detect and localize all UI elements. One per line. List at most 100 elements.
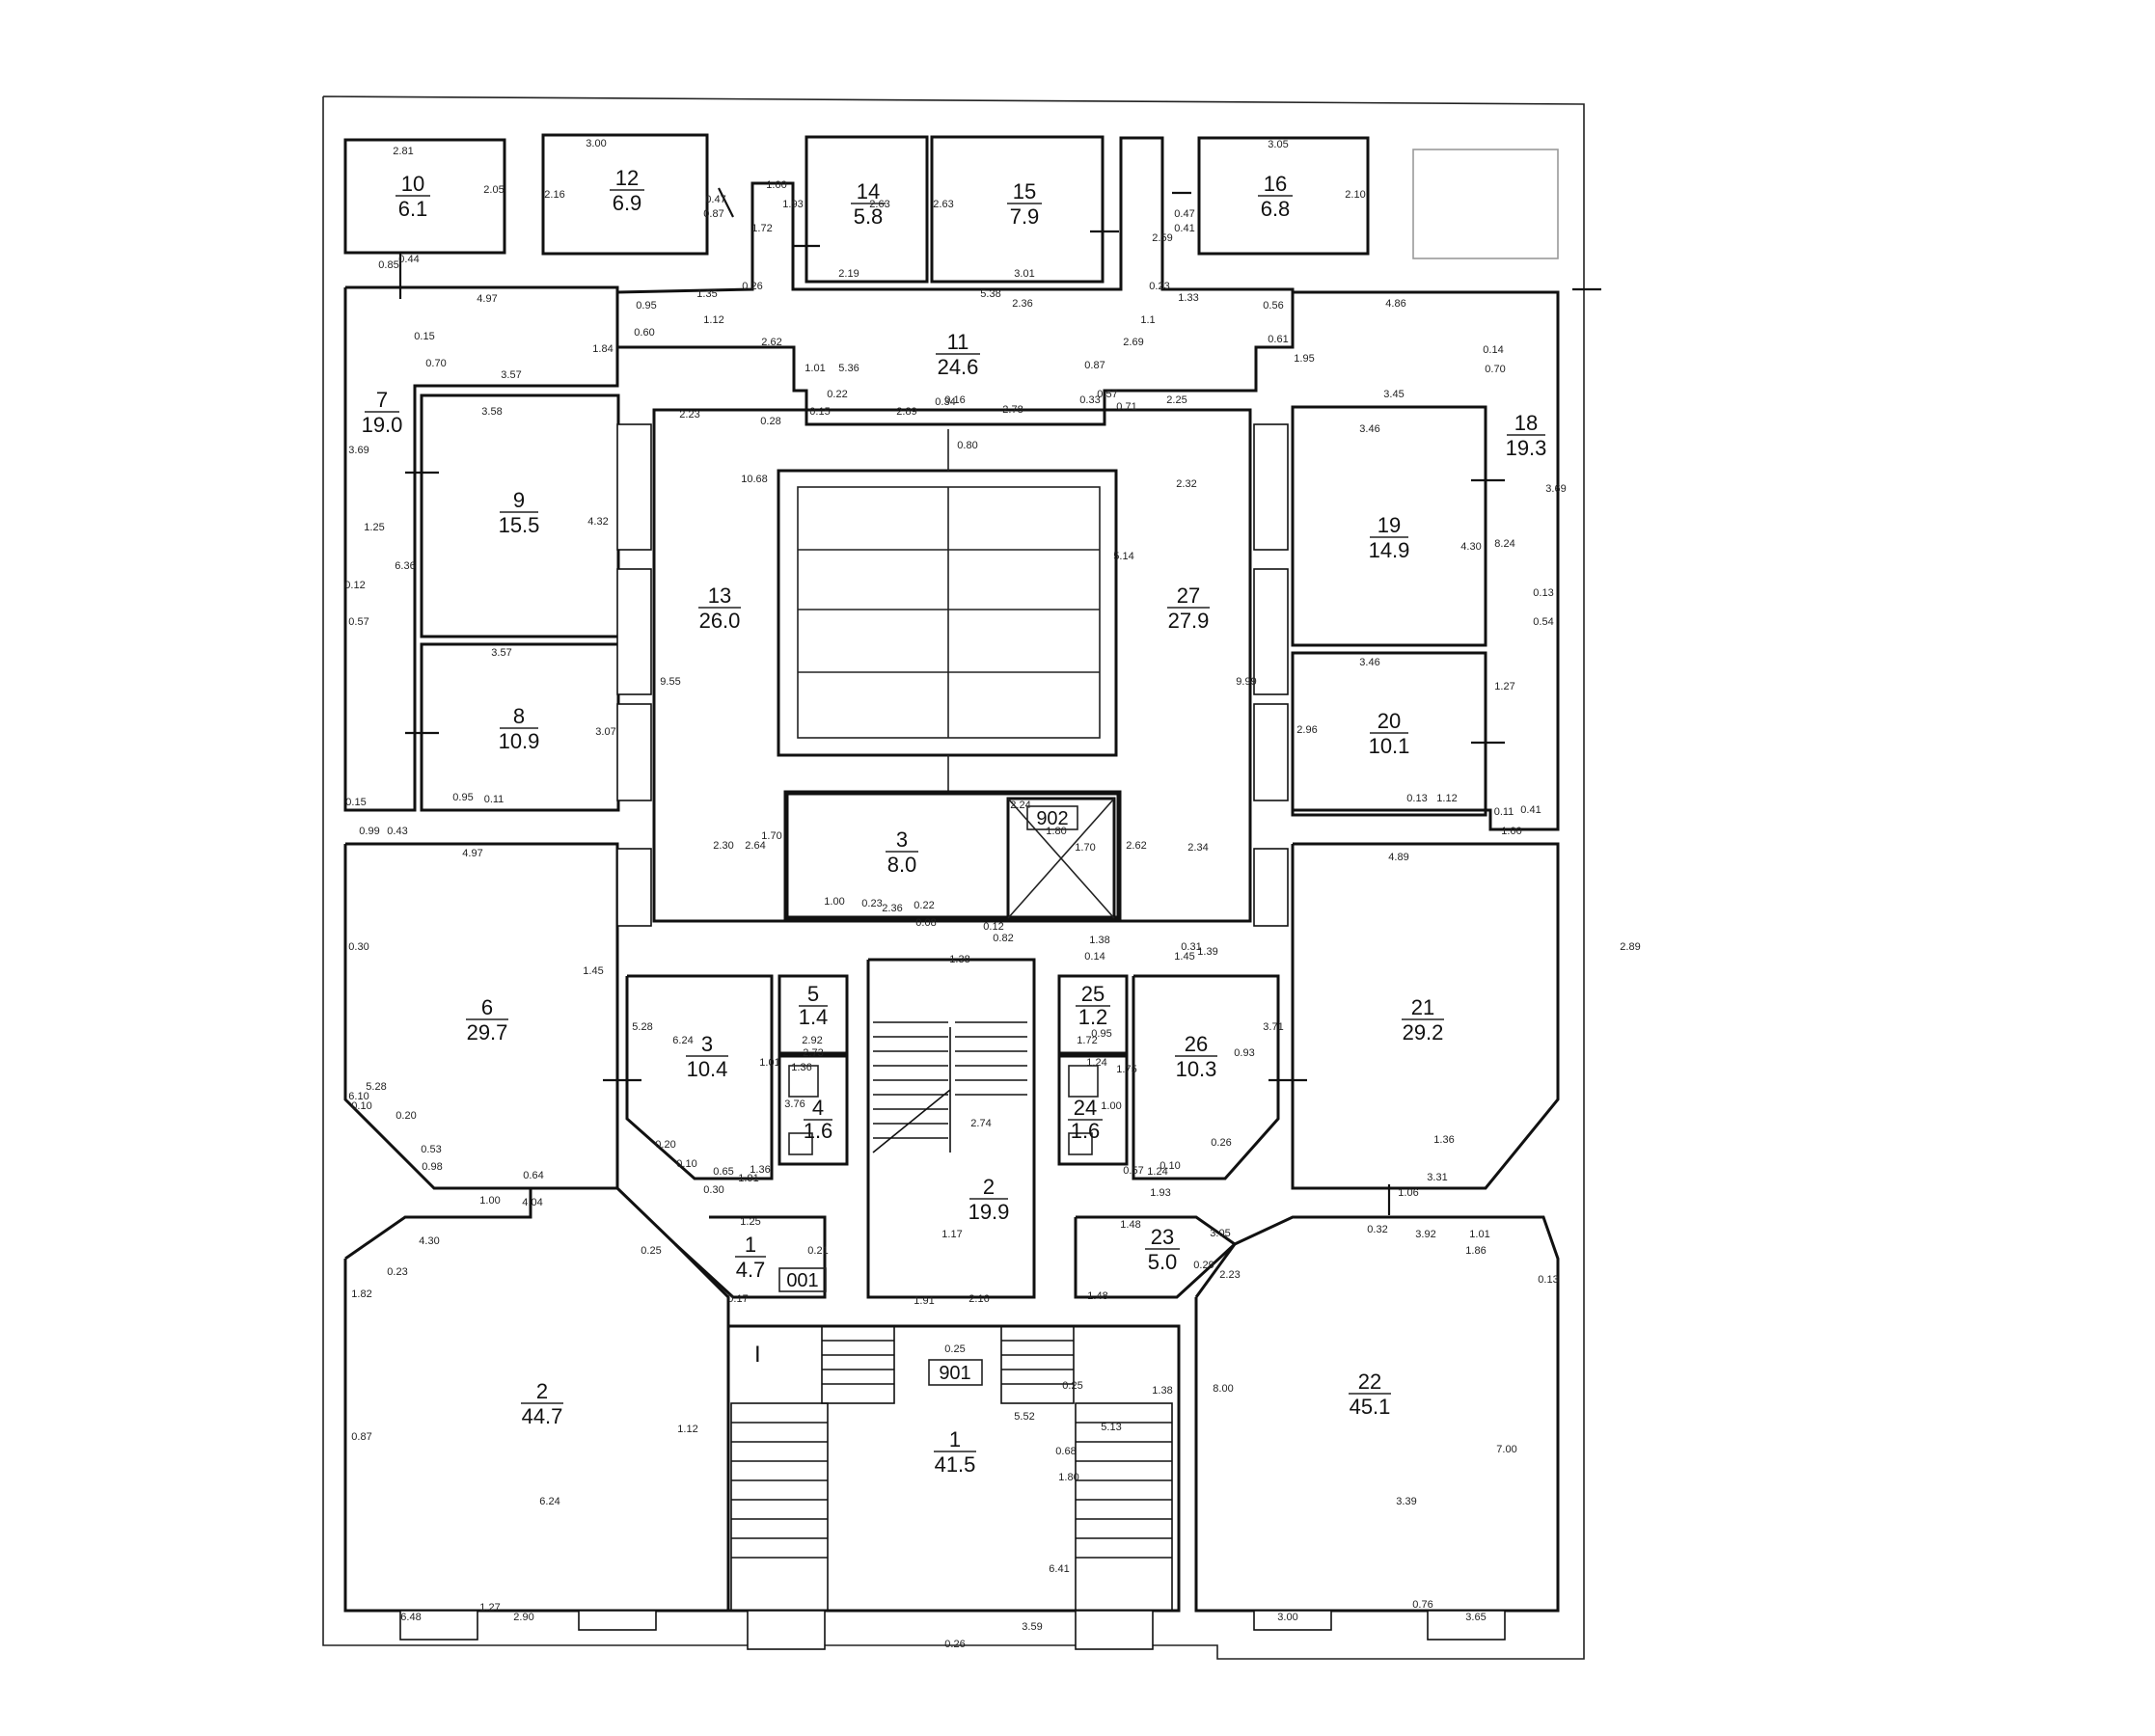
dimension-label: 1.00 [1501, 826, 1521, 837]
dimension-label: 3.46 [1359, 657, 1379, 668]
dimension-label: 3.65 [1465, 1612, 1486, 1623]
dimension-label: 0.30 [703, 1184, 723, 1196]
dimension-label: 3.58 [481, 406, 502, 418]
dimension-label: 2.59 [1152, 232, 1172, 244]
svg-text:1.6: 1.6 [804, 1119, 833, 1143]
dimension-label: 1.01 [1469, 1229, 1489, 1240]
dimension-label: 2.76 [0, 0, 11, 3]
svg-text:10.3: 10.3 [1176, 1057, 1217, 1081]
dimension-label: 2.24 [1010, 800, 1030, 811]
dimension-label: 0.12 [344, 580, 365, 591]
dimension-label: 0.47 [1174, 208, 1194, 220]
svg-text:1.6: 1.6 [1071, 1119, 1101, 1143]
dimension-label: 2.05 [483, 184, 504, 196]
room-4-outline [777, 1054, 849, 1166]
room-label-2-large: 244.7 [521, 1379, 563, 1428]
svg-text:7.9: 7.9 [1010, 204, 1040, 229]
room-label-3-lower: 310.4 [686, 1032, 728, 1081]
svg-text:14.9: 14.9 [1369, 538, 1410, 562]
dimension-label: 0.16 [944, 394, 965, 406]
dimension-label: 1.38 [1152, 1385, 1172, 1397]
dimension-label: 6.10 [348, 1091, 368, 1102]
dimension-label: 0.70 [1485, 364, 1505, 375]
room-3-lower-outline [625, 974, 774, 1180]
dimension-label: 0.64 [523, 1170, 543, 1181]
dimension-label: 1.36 [791, 1062, 811, 1073]
dimension-label: 2.25 [1166, 394, 1187, 406]
dimension-label: 2.10 [1345, 189, 1365, 201]
svg-text:6.1: 6.1 [398, 197, 428, 221]
dimension-label: 2.23 [1219, 1269, 1240, 1281]
dimension-label: 2.89 [896, 406, 916, 418]
lift-902-label: 902 [1036, 808, 1068, 829]
dimension-label: 4.97 [477, 293, 497, 305]
svg-text:26.0: 26.0 [699, 609, 741, 633]
dimension-label: 0.11 [1494, 806, 1514, 818]
dimension-label: 9.55 [660, 676, 680, 688]
dimension-label: 1.82 [351, 1288, 371, 1300]
dimension-label: 0.87 [351, 1431, 371, 1443]
dimension-label: 2.36 [882, 903, 902, 914]
dimension-label: 9.99 [1236, 676, 1256, 688]
room-label-14: 145.8 [851, 179, 886, 229]
dimension-label: 3.59 [1022, 1621, 1042, 1633]
dimension-label: 1.12 [677, 1424, 697, 1435]
dimension-label: 0.10 [351, 1100, 371, 1112]
wc-4-sink [788, 1132, 813, 1155]
dimension-label: 3.45 [1383, 389, 1404, 400]
dimension-label: 0.65 [713, 1166, 733, 1178]
svg-text:7: 7 [376, 388, 388, 412]
room-12-outline [541, 133, 709, 256]
room-26-outline [1132, 974, 1280, 1180]
dimension-label: 0.87 [1084, 360, 1105, 371]
room-label-23: 235.0 [1145, 1225, 1180, 1274]
svg-text:27: 27 [1177, 583, 1200, 608]
dimension-label: 1.75 [1116, 1064, 1136, 1075]
dimension-label: 0.20 [396, 1110, 416, 1122]
room-18-outline [1293, 290, 1560, 831]
dimension-label: 3.69 [1545, 483, 1566, 495]
room-label-1-small: 14.7 [735, 1233, 766, 1282]
dimension-label: 0.31 [1181, 941, 1201, 953]
svg-text:6: 6 [481, 995, 493, 1019]
dimension-label: 3.76 [784, 1099, 805, 1110]
corridor-11-outline [615, 136, 1295, 426]
room-label-6: 629.7 [466, 995, 508, 1044]
dimension-label: 0.43 [387, 826, 407, 837]
svg-text:4: 4 [812, 1096, 824, 1120]
dimension-label: 0.57 [1123, 1165, 1143, 1177]
dimension-label: 1.36 [750, 1164, 770, 1176]
room-label-7: 719.0 [362, 388, 403, 437]
dimension-label: 0.95 [636, 300, 656, 312]
dimension-label: 2.62 [761, 337, 781, 348]
dimension-label: 0.61 [1268, 334, 1288, 345]
svg-text:15.5: 15.5 [499, 513, 540, 537]
door-001-box [778, 1267, 827, 1292]
lift-901-label: 901 [939, 1363, 970, 1384]
dimension-label: 0.76 [1412, 1599, 1432, 1611]
dimension-label: 2.30 [713, 840, 733, 852]
dimension-label: 1.24 [1086, 1057, 1106, 1069]
svg-text:29.7: 29.7 [467, 1020, 508, 1044]
dimension-label: 0.57 [1097, 389, 1117, 400]
dimension-label: 3.05 [1210, 1228, 1230, 1239]
room-5-outline [777, 974, 849, 1055]
svg-text:5: 5 [807, 982, 819, 1006]
dimension-label: 3.00 [586, 138, 606, 149]
room-label-8: 810.9 [499, 704, 540, 753]
dimension-label: 5.28 [632, 1021, 652, 1033]
dimension-label: 6.24 [672, 1035, 693, 1046]
room-23-outline [1074, 1215, 1238, 1299]
dimension-label: 0.47 [705, 194, 725, 205]
svg-text:5.8: 5.8 [854, 204, 884, 229]
dimension-label: 2.23 [679, 409, 699, 420]
dimension-label: 0.13 [1406, 793, 1427, 804]
dimension-label: 0.26 [1211, 1137, 1231, 1149]
dimension-label: 2.74 [970, 1118, 991, 1129]
dimension-label: 0.95 [452, 792, 473, 803]
